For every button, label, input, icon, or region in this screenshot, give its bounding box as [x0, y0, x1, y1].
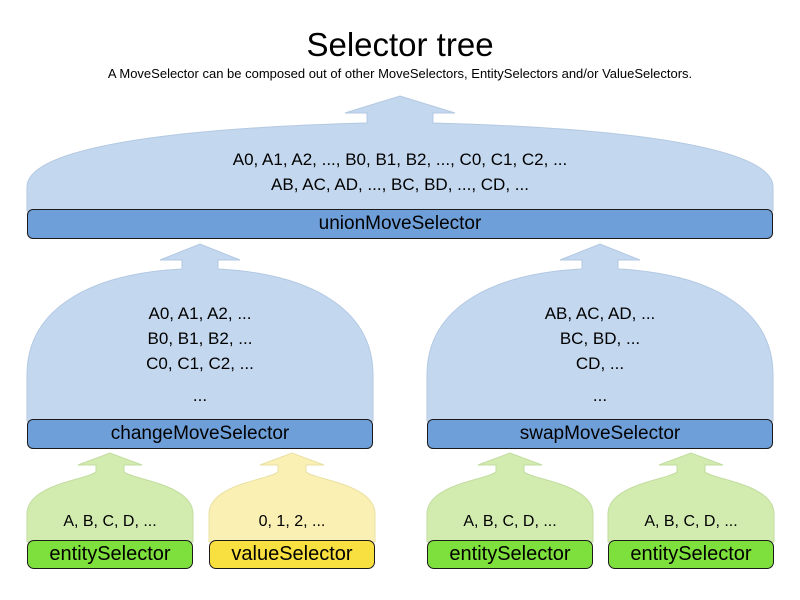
node-value-selector[interactable]: 0, 1, 2, ... valueSelector	[208, 452, 376, 570]
fan-arrow-shape	[26, 95, 774, 212]
node-union-move-selector[interactable]: A0, A1, A2, ..., B0, B1, B2, ..., C0, C1…	[26, 95, 774, 241]
fan-arrow-shape	[426, 452, 594, 543]
fan-arrow-shape	[26, 452, 194, 543]
change-move-selector-bar[interactable]: changeMoveSelector	[27, 419, 373, 449]
node-entity-selector-2[interactable]: A, B, C, D, ... entitySelector	[426, 452, 594, 570]
fan-arrow-shape	[607, 452, 775, 543]
node-entity-selector-1[interactable]: A, B, C, D, ... entitySelector	[26, 452, 194, 570]
fan-arrow-shape	[208, 452, 376, 543]
fan-arrow-shape	[426, 243, 774, 422]
swap-move-selector-bar[interactable]: swapMoveSelector	[427, 419, 773, 449]
value-selector-bar[interactable]: valueSelector	[209, 540, 375, 569]
entity-selector-bar-3[interactable]: entitySelector	[608, 540, 774, 569]
node-swap-move-selector[interactable]: AB, AC, AD, ... BC, BD, ... CD, ... ... …	[426, 243, 774, 451]
page-subtitle: A MoveSelector can be composed out of ot…	[107, 66, 693, 81]
fan-arrow-shape	[26, 243, 374, 422]
entity-selector-bar-1[interactable]: entitySelector	[27, 540, 193, 569]
node-change-move-selector[interactable]: A0, A1, A2, ... B0, B1, B2, ... C0, C1, …	[26, 243, 374, 451]
node-entity-selector-3[interactable]: A, B, C, D, ... entitySelector	[607, 452, 775, 570]
entity-selector-bar-2[interactable]: entitySelector	[427, 540, 593, 569]
page-title: Selector tree	[306, 26, 494, 63]
union-move-selector-bar[interactable]: unionMoveSelector	[27, 209, 773, 239]
